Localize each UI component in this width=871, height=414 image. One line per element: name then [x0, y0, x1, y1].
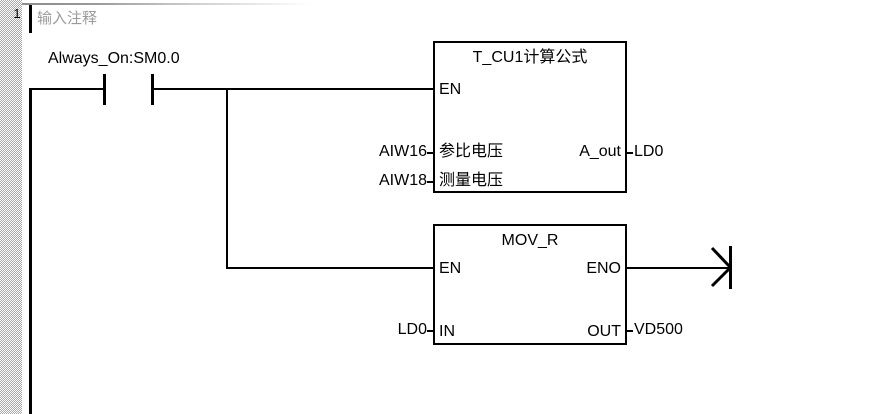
stub-tcu1-aout: [625, 152, 633, 154]
branch-vertical-wire: [226, 88, 228, 269]
network-number: 1: [13, 6, 21, 21]
network-comment[interactable]: 输入注释: [37, 10, 98, 27]
wire-rail-to-contact: [31, 88, 106, 90]
pin-movr-eno: ENO: [586, 260, 621, 277]
operand-movr-in[interactable]: LD0: [397, 321, 427, 338]
stub-tcu1-in1: [427, 152, 435, 154]
pin-movr-in: IN: [439, 323, 455, 340]
network-separator-line: [22, 3, 312, 5]
function-block-movr-title: MOV_R: [501, 232, 559, 249]
function-block-movr[interactable]: MOV_R EN IN ENO OUT: [433, 224, 627, 345]
left-power-rail: [29, 88, 32, 414]
wire-contact-to-block1-en: [154, 88, 434, 90]
wire-branch-to-block2-en: [226, 267, 434, 269]
stub-movr-out: [625, 330, 633, 332]
operand-tcu1-in1[interactable]: AIW16: [378, 143, 427, 160]
stub-movr-in: [427, 330, 435, 332]
wire-movr-eno: [625, 267, 730, 269]
contact-left-bar[interactable]: [103, 74, 106, 105]
pin-tcu1-en: EN: [439, 81, 462, 98]
rung-continuation-arrow-icon: [706, 244, 736, 292]
operand-movr-out[interactable]: VD500: [634, 321, 683, 338]
network-header-divider: [29, 5, 32, 33]
arrow-into-bar-icon: [710, 246, 732, 289]
pin-tcu1-in1: 参比电压: [439, 143, 504, 160]
network-gutter: [0, 0, 22, 414]
stub-tcu1-in2: [427, 181, 435, 183]
pin-tcu1-aout: A_out: [579, 143, 621, 160]
function-block-tcu1-title: T_CU1计算公式: [472, 49, 588, 66]
operand-tcu1-in2[interactable]: AIW18: [378, 172, 427, 189]
pin-movr-en: EN: [439, 260, 462, 277]
pin-tcu1-in2: 测量电压: [439, 172, 504, 189]
operand-tcu1-aout[interactable]: LD0: [634, 143, 664, 160]
function-block-tcu1[interactable]: T_CU1计算公式 EN 参比电压 测量电压 A_out: [433, 41, 627, 193]
contact-right-bar[interactable]: [151, 74, 154, 105]
contact-operand-label: Always_On:SM0.0: [48, 50, 180, 67]
pin-movr-out: OUT: [587, 323, 621, 340]
